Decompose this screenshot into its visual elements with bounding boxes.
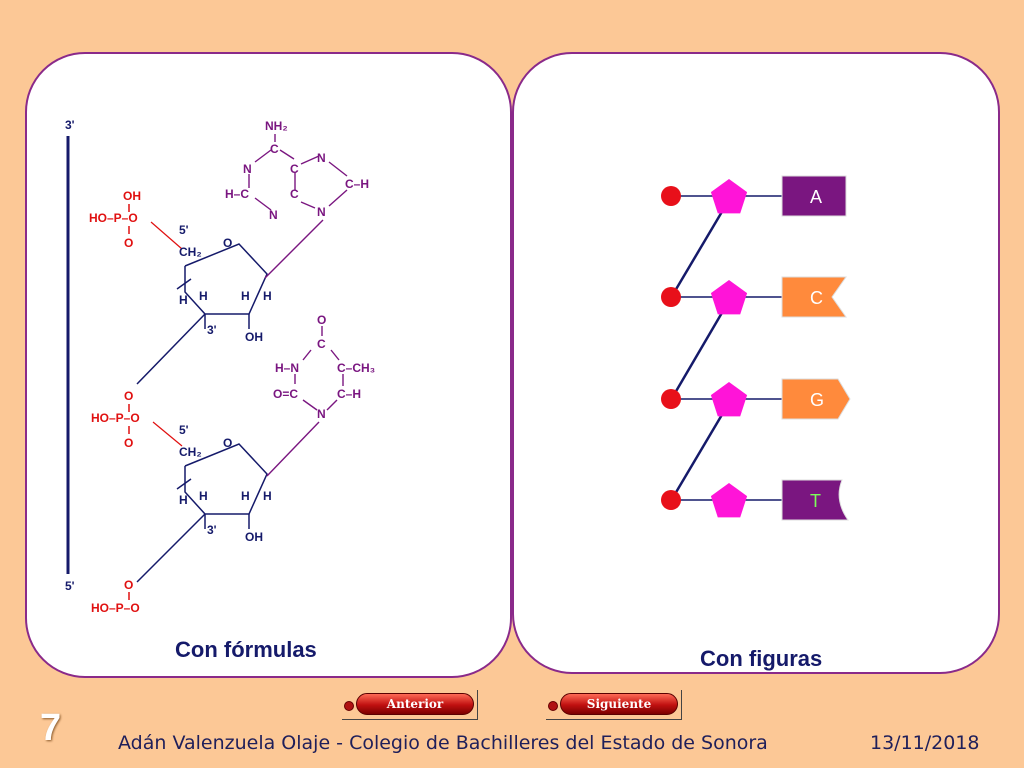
svg-text:OH: OH [123, 189, 141, 203]
svg-text:C: C [290, 187, 299, 201]
base-letter-a: A [810, 187, 822, 207]
svg-text:5': 5' [179, 423, 189, 437]
backbone-link [673, 310, 725, 394]
svg-text:H: H [199, 289, 208, 303]
svg-text:H: H [179, 493, 188, 507]
svg-text:C–CH₃: C–CH₃ [337, 361, 375, 375]
svg-text:CH₂: CH₂ [179, 245, 202, 259]
svg-text:O: O [223, 436, 232, 450]
base-shape-a [781, 175, 847, 217]
phosphate-group-top: OH HO–P–O O [89, 189, 183, 250]
phosphate-circle [661, 186, 681, 206]
svg-text:O: O [317, 313, 326, 327]
nucleotide-t: T [661, 479, 849, 521]
svg-text:H–C: H–C [225, 187, 249, 201]
backbone-link [673, 412, 725, 495]
svg-text:5': 5' [179, 223, 189, 237]
svg-text:OH: OH [245, 530, 263, 544]
svg-text:O: O [124, 389, 133, 403]
sugar-pentagon [710, 179, 748, 214]
adenine-base-formula: NH₂ C N C H–C C N N C–H N [225, 119, 369, 279]
svg-text:H: H [263, 289, 272, 303]
svg-text:O: O [124, 436, 133, 450]
nucleotide-a: A [661, 175, 847, 217]
next-button-label: Siguiente [560, 693, 678, 715]
sugar-2-labels: 5' CH₂ O H H H H 3' OH [179, 423, 272, 544]
svg-text:N: N [317, 205, 326, 219]
dna-figure-diagram: A C G T [661, 175, 851, 521]
footer-author: Adán Valenzuela Olaje - Colegio de Bachi… [118, 732, 768, 754]
next-button[interactable]: Siguiente [546, 690, 682, 720]
phosphate-circle [661, 389, 681, 409]
sugar-pentagon [710, 382, 748, 417]
strand-label-5prime: 5' [65, 579, 75, 593]
deoxyribose-sugar-1 [136, 243, 268, 385]
svg-text:CH₂: CH₂ [179, 445, 202, 459]
sugar-pentagon [710, 483, 748, 518]
svg-text:3': 3' [207, 523, 217, 537]
formulas-panel: 3' 5' OH HO–P–O O 5' CH₂ O H H H H 3' [25, 52, 512, 678]
svg-text:N: N [317, 407, 326, 421]
bullet-icon [344, 701, 354, 711]
svg-text:O: O [124, 236, 133, 250]
backbone-link [673, 209, 725, 292]
svg-text:H: H [263, 489, 272, 503]
svg-text:N: N [269, 208, 278, 222]
base-shape-t [781, 479, 849, 521]
base-letter-g: G [810, 390, 824, 410]
svg-text:H: H [179, 293, 188, 307]
dna-formula-diagram: 3' 5' OH HO–P–O O 5' CH₂ O H H H H 3' [65, 118, 375, 615]
nucleotide-c: C [661, 276, 847, 318]
sugar-phosphate-backbone [673, 209, 725, 495]
nucleotide-g: G [661, 378, 851, 420]
previous-button-label: Anterior [356, 693, 474, 715]
footer-date: 13/11/2018 [870, 732, 980, 754]
base-shape-g [781, 378, 851, 420]
slide-number: 7 [40, 707, 62, 749]
svg-text:O=C: O=C [273, 387, 298, 401]
base-shape-c [781, 276, 847, 318]
svg-text:HO–P–O: HO–P–O [89, 211, 138, 225]
phosphate-group-middle: O HO–P–O O [91, 389, 183, 450]
svg-text:H: H [199, 489, 208, 503]
svg-text:C: C [317, 337, 326, 351]
figures-caption: Con figuras [700, 646, 823, 671]
deoxyribose-sugar-2 [136, 443, 268, 583]
svg-text:H: H [241, 489, 250, 503]
svg-text:C–H: C–H [345, 177, 369, 191]
svg-text:C–H: C–H [337, 387, 361, 401]
base-letter-c: C [810, 288, 823, 308]
figures-panel: A C G T Con figuras [512, 52, 1000, 674]
formulas-caption: Con fórmulas [175, 637, 317, 662]
strand-label-3prime: 3' [65, 118, 75, 132]
svg-text:HO–P–O: HO–P–O [91, 601, 140, 615]
svg-text:O: O [223, 236, 232, 250]
svg-text:NH₂: NH₂ [265, 119, 288, 133]
svg-text:C: C [290, 162, 299, 176]
sugar-1-labels: 5' CH₂ O H H H H 3' OH [179, 223, 272, 344]
nucleotide-figures: A C G T [661, 175, 851, 521]
svg-text:C: C [270, 142, 279, 156]
svg-text:O: O [124, 578, 133, 592]
svg-text:N: N [317, 151, 326, 165]
svg-text:OH: OH [245, 330, 263, 344]
phosphate-group-bottom: O HO–P–O [91, 578, 140, 615]
svg-text:3': 3' [207, 323, 217, 337]
svg-text:N: N [243, 162, 252, 176]
thymine-base-formula: O C H–N C–CH₃ O=C C–H N [266, 313, 375, 477]
svg-text:H: H [241, 289, 250, 303]
bullet-icon [548, 701, 558, 711]
phosphate-circle [661, 490, 681, 510]
sugar-pentagon [710, 280, 748, 315]
previous-button[interactable]: Anterior [342, 690, 478, 720]
base-letter-t: T [810, 491, 821, 511]
svg-text:HO–P–O: HO–P–O [91, 411, 140, 425]
svg-text:H–N: H–N [275, 361, 299, 375]
phosphate-circle [661, 287, 681, 307]
